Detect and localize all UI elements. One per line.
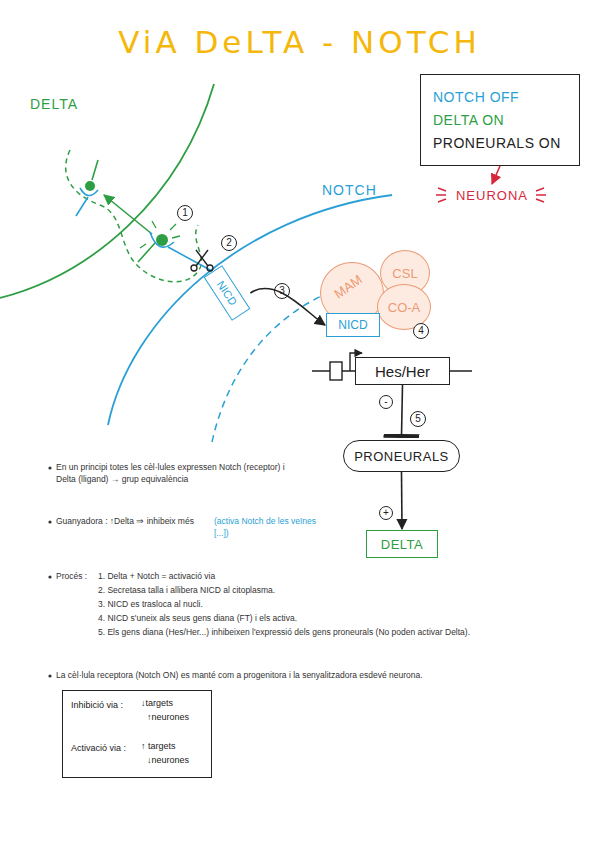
nicd-box: NICD <box>204 265 251 321</box>
node-text: ↓targets <box>141 698 173 708</box>
ligand-stem <box>92 160 98 180</box>
scissors-symbol <box>191 250 213 271</box>
node-text: ↑ targets <box>141 741 176 751</box>
node-text: DELTA <box>381 537 423 552</box>
process-step: 2. Secretasa talla i allibera NICD al ci… <box>98 585 275 597</box>
bullet <box>48 575 51 578</box>
connector-arrow <box>402 385 403 436</box>
summary-box: Inhibició via : ↓targets ↑neuronesActivaci… <box>62 690 212 778</box>
ligand-dot <box>85 181 95 191</box>
delta-cell-membrane <box>0 84 214 298</box>
signal-arrow <box>104 195 152 234</box>
callout-number: 1 <box>177 205 193 221</box>
process-step: 4. NICD s'uneix als seus gens diana (FT)… <box>98 613 297 625</box>
node-text: NICD <box>338 318 367 332</box>
cell-label: DELTA <box>30 95 78 115</box>
node-text: NICD <box>215 278 240 307</box>
emphasis-marks <box>436 188 546 202</box>
diagram-title: ViA DeLTA - NOTCH <box>0 24 599 60</box>
notch-cell-membrane <box>108 195 392 425</box>
node-text: PRONEURALS <box>354 449 449 464</box>
receptor-cup <box>150 232 174 247</box>
node-text: MAM <box>331 271 364 301</box>
note-text: (activa Notch de les veïnes [...]) <box>214 516 326 540</box>
delta-cell-region <box>66 150 202 282</box>
node-text: CO-A <box>388 300 421 315</box>
gene-box: Hes/Her <box>355 357 450 385</box>
ligand-dot <box>156 234 168 246</box>
node-text: ↑neurones <box>147 712 189 722</box>
signal-marks <box>140 221 180 248</box>
callout-number: 2 <box>221 235 237 251</box>
receptor-cup <box>80 188 98 196</box>
callout-number: 4 <box>413 323 429 339</box>
note-text: En un principi totes les cèl·lules expre… <box>56 462 301 486</box>
connector-arrow <box>492 166 500 184</box>
note-text: Guanyadora : ↑Delta ⇒ inhibeix més <box>56 516 194 528</box>
node-text: CSL <box>392 266 417 281</box>
cell-label: NOTCH <box>322 181 377 201</box>
node-text: NOTCH OFF <box>433 89 519 105</box>
process-box: DELTA <box>366 530 438 558</box>
node-text: NEURONA <box>456 188 528 203</box>
note-text: Procés : <box>56 571 87 583</box>
callout-number: 5 <box>410 411 426 427</box>
receptor-stem <box>168 247 212 271</box>
connector-arrow <box>250 289 325 325</box>
node-text: DELTA ON <box>433 112 504 128</box>
bullet <box>48 466 51 469</box>
node-text: PRONEURALS ON <box>433 135 561 151</box>
regulatory-element <box>330 362 342 380</box>
node-text: Hes/Her <box>375 363 430 380</box>
nicd-box: NICD <box>326 313 380 337</box>
scissors-blade <box>196 250 208 266</box>
process-step: 3. NICD es trasloca al nucli. <box>98 599 203 611</box>
connector-arrow <box>401 472 403 529</box>
outcome-text: NEURONA <box>450 185 534 205</box>
note-text: La cèl·lula receptora (Notch ON) es mant… <box>56 670 591 682</box>
node-text: Inhibició via : <box>71 700 123 710</box>
sign-label: + <box>379 506 393 520</box>
bullet <box>48 674 51 677</box>
process-step: 5. Els gens diana (Hes/Her...) inhibeixe… <box>98 627 593 639</box>
process-box: PRONEURALS <box>343 440 460 472</box>
node-text: ↓neurones <box>147 755 189 765</box>
node-text: Activació via : <box>71 743 126 753</box>
ligand-stem <box>138 243 155 262</box>
summary-box: NOTCH OFF DELTA ON PRONEURALS ON <box>420 74 580 166</box>
receptor-stem <box>76 197 88 216</box>
process-step: 1. Delta + Notch = activació via <box>98 571 215 583</box>
callout-number: 3 <box>274 283 290 299</box>
bullet <box>48 520 51 523</box>
scissors-handle <box>191 265 197 271</box>
sign-label: - <box>379 395 393 409</box>
